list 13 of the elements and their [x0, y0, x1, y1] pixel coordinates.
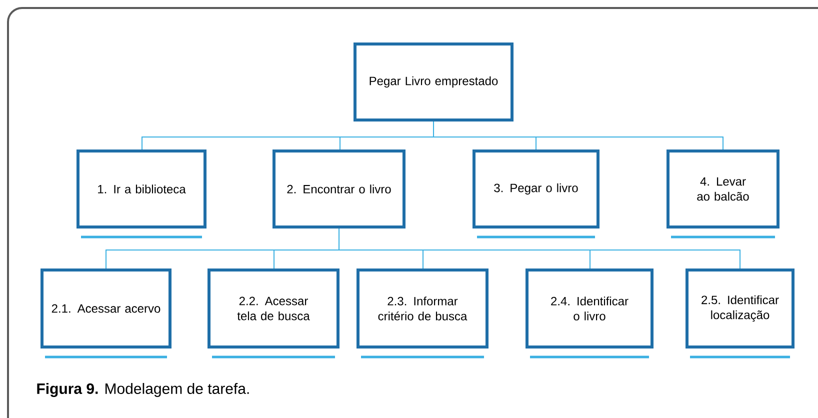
- task-box: 3. Pegar o livro: [472, 150, 600, 228]
- caption: Figura 9. Modelagem de tarefa.: [37, 382, 249, 398]
- task-box: 1. Ir a biblioteca: [76, 150, 206, 228]
- task-box: 2.2. Acessar tela de busca: [208, 268, 340, 348]
- task-box: 2.1. Acessar acervo: [40, 268, 172, 348]
- task-box: Pegar Livro emprestado: [354, 42, 514, 122]
- task-box: 2.4. Identificar o livro: [526, 268, 654, 348]
- connector-line: [338, 228, 740, 269]
- task-box: 4. Levar ao balcão: [666, 150, 780, 228]
- task-box: 2.3. Informar critério de busca: [356, 268, 488, 348]
- task-box: 2. Encontrar o livro: [272, 150, 406, 228]
- connector-line: [433, 121, 724, 150]
- task-box: 2.5. Identificar localização: [686, 268, 794, 348]
